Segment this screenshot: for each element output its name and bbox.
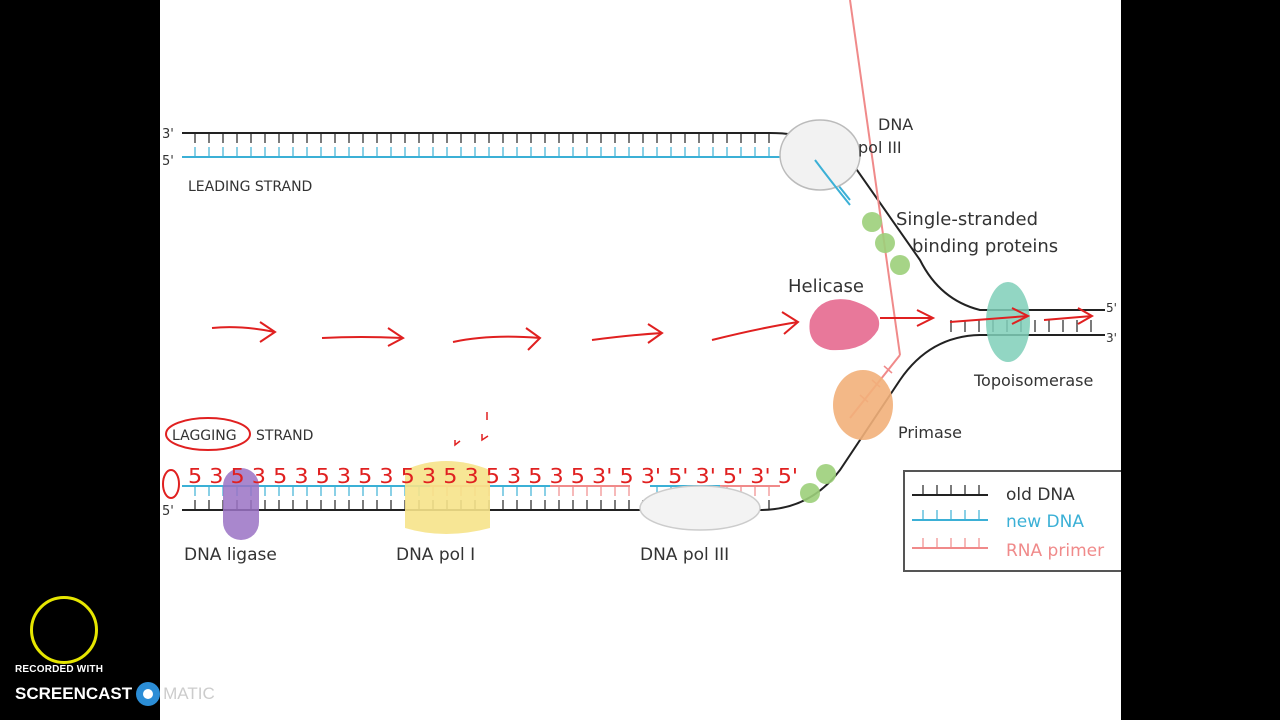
ssb-protein-3 (890, 255, 910, 275)
strand-end-top-lower: 5' (162, 154, 174, 169)
strand-end-right-upper: 5' (1106, 301, 1117, 315)
label-ssb-1: Single-stranded (896, 209, 1038, 230)
dna-ligase-shape (223, 468, 259, 540)
direction-arrows (211, 307, 1095, 351)
strand-end-right-lower: 3' (1106, 331, 1117, 345)
label-dna-pol-iii-top-1: DNA (878, 115, 913, 134)
label-dna-pol-iii-bottom: DNA pol III (640, 545, 729, 565)
handwritten-numbers: 5 3 5 3 5 3 5 3 5 3 5 3 5 3 5 3 5 3 5 3'… (188, 464, 798, 488)
legend-new-dna: new DNA (1006, 512, 1084, 532)
lagging-circle-mark (165, 417, 251, 451)
legend-rna-primer: RNA primer (1006, 541, 1104, 561)
screencast-o-icon (136, 682, 161, 706)
label-topoisomerase: Topoisomerase (973, 371, 1093, 390)
ssb-protein-1 (862, 212, 882, 232)
ssb-protein-2 (875, 233, 895, 253)
strand-end-top-upper: 3' (162, 127, 174, 142)
dna-pol-iii-top-shape (779, 119, 861, 191)
watermark-recorded-with: RECORDED WITH (15, 664, 104, 675)
label-ssb-2: binding proteins (912, 236, 1058, 257)
dna-pol-iii-bottom-shape (639, 485, 761, 531)
replication-fork-diagram: old DNA new DNA RNA primer 3' 5' 5' 5' 3… (162, 0, 1121, 572)
ssb-protein-4 (816, 464, 836, 484)
small-red-marks (454, 412, 489, 447)
label-dna-ligase: DNA ligase (184, 545, 277, 565)
primase-shape (833, 370, 893, 440)
strand-end-bottom-lower: 5' (162, 504, 174, 519)
watermark-brand: SCREENCAST MATIC (15, 682, 215, 706)
label-helicase: Helicase (788, 276, 864, 297)
primase-primer (849, 0, 901, 419)
legend: old DNA new DNA RNA primer (903, 470, 1121, 572)
watermark-brand-text: SCREENCAST (15, 684, 133, 703)
three-prime-circle-mark (162, 469, 180, 499)
helicase-shape (809, 299, 880, 351)
label-dna-pol-iii-top-2: pol III (858, 138, 902, 157)
label-lagging: LAGGING (172, 428, 237, 444)
label-strand: STRAND (256, 428, 313, 444)
label-dna-pol-i: DNA pol I (396, 545, 475, 565)
legend-old-dna: old DNA (1006, 485, 1075, 505)
dna-pol-i-shape (405, 461, 490, 534)
watermark-brand-suffix: MATIC (163, 684, 215, 703)
label-primase: Primase (898, 423, 962, 442)
screencast-ring-icon (30, 596, 98, 664)
diagram-board: old DNA new DNA RNA primer 3' 5' 5' 5' 3… (160, 0, 1121, 720)
label-leading-strand: LEADING STRAND (188, 179, 312, 195)
ssb-protein-5 (800, 483, 820, 503)
topoisomerase-shape (986, 282, 1030, 362)
